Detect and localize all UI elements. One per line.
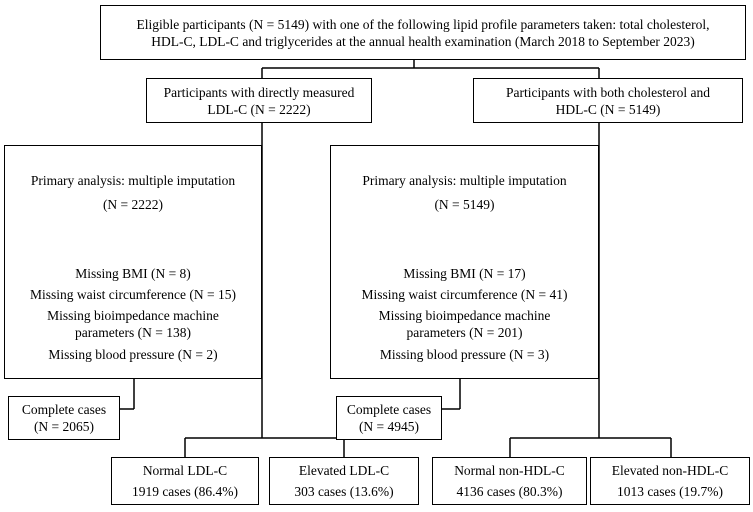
right-missing-bmi: Missing BMI (N = 17)	[403, 266, 526, 281]
normal-ldl-box: Normal LDL-C 1919 cases (86.4%)	[111, 457, 259, 505]
right-group-box: Participants with both cholesterol and H…	[473, 78, 743, 123]
left-complete-line-2: (N = 2065)	[33, 419, 95, 434]
left-complete-cases-box: Complete cases (N = 2065)	[8, 396, 120, 440]
left-group-line-2: LDL-C (N = 2222)	[207, 101, 311, 117]
normal-non-hdl-cases: 4136 cases (80.3%)	[456, 484, 563, 499]
right-analysis-box: Primary analysis: multiple imputation (N…	[330, 145, 599, 379]
elevated-non-hdl-label: Elevated non-HDL-C	[611, 463, 729, 478]
eligible-participants-box: Eligible participants (N = 5149) with on…	[100, 5, 746, 60]
left-missing-bmi: Missing BMI (N = 8)	[75, 266, 191, 281]
elevated-ldl-label: Elevated LDL-C	[298, 463, 390, 478]
elevated-ldl-cases: 303 cases (13.6%)	[294, 484, 394, 499]
left-analysis-box: Primary analysis: multiple imputation (N…	[4, 145, 262, 379]
left-missing-bioimpedance: Missing bioimpedance machine	[47, 308, 219, 323]
left-group-box: Participants with directly measured LDL-…	[146, 78, 372, 123]
right-complete-cases-box: Complete cases (N = 4945)	[336, 396, 442, 440]
right-analysis-n: (N = 5149)	[434, 197, 495, 212]
right-missing-waist: Missing waist circumference (N = 41)	[361, 287, 568, 302]
normal-ldl-cases: 1919 cases (86.4%)	[131, 484, 239, 499]
left-analysis-n: (N = 2222)	[102, 197, 164, 212]
right-group-line-1: Participants with both cholesterol and	[506, 84, 710, 100]
right-complete-line-1: Complete cases	[346, 402, 432, 417]
normal-ldl-label: Normal LDL-C	[142, 463, 228, 478]
left-group-line-1: Participants with directly measured	[163, 84, 355, 100]
right-missing-bioimpedance-n: parameters (N = 201)	[406, 325, 523, 340]
elevated-non-hdl-box: Elevated non-HDL-C 1013 cases (19.7%)	[590, 457, 750, 505]
elevated-ldl-box: Elevated LDL-C 303 cases (13.6%)	[269, 457, 419, 505]
left-missing-bioimpedance-n: parameters (N = 138)	[75, 325, 191, 340]
left-missing-bp: Missing blood pressure (N = 2)	[48, 347, 218, 362]
eligible-line-2: HDL-C, LDL-C and triglycerides at the an…	[151, 33, 695, 49]
eligible-line-1: Eligible participants (N = 5149) with on…	[136, 16, 710, 32]
right-missing-bioimpedance: Missing bioimpedance machine	[378, 308, 551, 323]
normal-non-hdl-label: Normal non-HDL-C	[454, 463, 565, 478]
right-complete-line-2: (N = 4945)	[358, 419, 420, 434]
right-missing-bp: Missing blood pressure (N = 3)	[379, 347, 550, 362]
left-complete-line-1: Complete cases	[21, 402, 107, 417]
left-missing-waist: Missing waist circumference (N = 15)	[30, 287, 236, 302]
right-analysis-title: Primary analysis: multiple imputation	[362, 173, 567, 188]
normal-non-hdl-box: Normal non-HDL-C 4136 cases (80.3%)	[432, 457, 587, 505]
right-group-line-2: HDL-C (N = 5149)	[555, 101, 661, 117]
left-analysis-title: Primary analysis: multiple imputation	[30, 173, 236, 188]
elevated-non-hdl-cases: 1013 cases (19.7%)	[616, 484, 724, 499]
